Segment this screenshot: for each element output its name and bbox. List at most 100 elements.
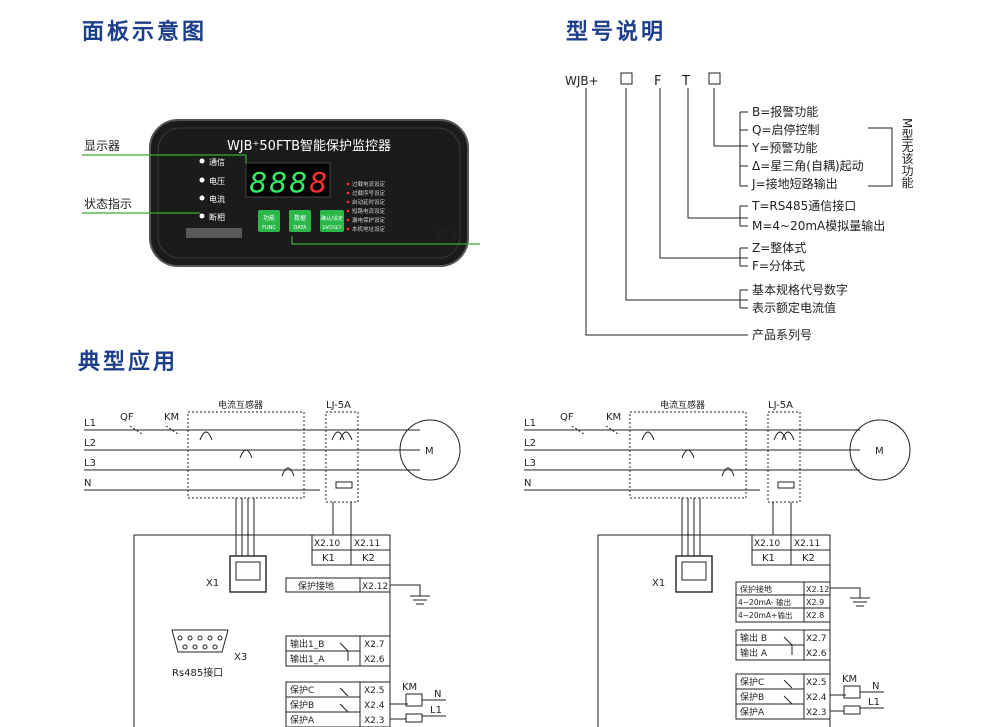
terminal-name: K1 [322, 553, 335, 564]
model-option: Z=整体式 [752, 240, 806, 255]
km-label: KM [164, 412, 179, 423]
func-key-top: 功能 [263, 214, 275, 222]
line-label: L1 [524, 418, 536, 429]
line-label: N [524, 478, 531, 489]
func-key-bottom: FUNC [262, 225, 276, 231]
protect-code: X2.5 [364, 686, 384, 696]
led-label-current: 电流 [209, 194, 225, 204]
wiring-right-labels: L1 L2 L3 N QF KM 电流互感器 LJ-5A M X1 X2.10 … [524, 399, 884, 718]
digit-1: 8 [249, 166, 267, 199]
km-label: KM [606, 412, 621, 423]
terminal-name: K2 [362, 553, 375, 564]
setting-item: 启动延时设定 [352, 198, 386, 206]
digit-2: 8 [269, 166, 287, 199]
protect-code: X2.5 [806, 678, 826, 688]
digit-display [245, 162, 331, 198]
protect-code: X2.3 [364, 716, 384, 726]
analog-code: X2.9 [806, 598, 824, 607]
model-option: F=分体式 [752, 259, 805, 273]
model-option: T=RS485通信接口 [751, 198, 856, 213]
protect-code: X2.3 [806, 708, 826, 718]
wiring-left [84, 411, 461, 727]
model-group-comm: T=RS485通信接口 M=4~20mA模拟量输出 [751, 198, 885, 233]
output-code: X2.6 [364, 655, 385, 665]
protect-label: 保护A [740, 706, 765, 718]
output-code: X2.7 [806, 634, 826, 644]
led-label-phase-loss: 断相 [209, 212, 225, 222]
n-label: N [434, 689, 441, 700]
wiring-right [524, 411, 911, 727]
led-label-voltage: 电压 [209, 176, 225, 186]
callout-display: 显示器 [84, 139, 120, 153]
model-option: J=接地短路输出 [751, 176, 838, 191]
ent-key-bottom: ENT/SET [323, 225, 342, 231]
digit-3: 8 [289, 166, 307, 199]
analog-code: X2.8 [806, 611, 824, 620]
ground-code: X2.12 [362, 582, 388, 592]
setting-indicators: 过载电流设定 过载序号设定 启动延时设定 短路电流设定 漏电保护设定 本机地址设… [346, 180, 386, 233]
model-group-structure: Z=整体式 F=分体式 [752, 240, 806, 273]
l1-label: L1 [868, 697, 880, 708]
led-label-comm: 通信 [209, 157, 225, 167]
setting-item: 漏电保护设定 [352, 216, 386, 224]
rs485-label: Rs485接口 [172, 666, 223, 679]
model-code-diagram [585, 72, 893, 336]
terminal-code: X2.11 [354, 539, 380, 549]
model-option: Q=启停控制 [752, 122, 820, 137]
data-key[interactable]: 数据 DATA [289, 210, 311, 232]
ground-code: X2.12 [806, 585, 829, 594]
model-heading: 型号说明 [566, 20, 667, 45]
x1-label: X1 [652, 578, 665, 589]
rs485-pins [177, 635, 223, 650]
model-group-spec: 基本规格代号数字 表示额定电流值 [752, 282, 848, 315]
line-label: L2 [84, 438, 96, 449]
model-option: M=4~20mA模拟量输出 [752, 218, 885, 233]
wiring-left-labels: L1 L2 L3 N QF KM 电流互感器 LJ-5A M X1 X2.10 … [84, 399, 442, 726]
qf-label: QF [120, 412, 134, 423]
lj-label: LJ-5A [768, 400, 793, 411]
model-series: 产品系列号 [752, 328, 812, 342]
line-label: N [84, 478, 91, 489]
analog-label: 4~20mA+输出 [738, 610, 792, 620]
output-label: 输出 A [740, 647, 768, 659]
model-letter-t: T [681, 74, 690, 89]
ent-set-key[interactable]: 确认/设定 ENT/SET [320, 210, 344, 232]
setting-item: 过载电流设定 [352, 180, 386, 188]
model-group-function: B=报警功能 Q=启停控制 Y=预警功能 Δ=星三角(自耦)起动 J=接地短路输… [751, 104, 864, 191]
terminal-code: X2.10 [754, 539, 780, 549]
protect-label: 保护B [740, 691, 764, 703]
model-option: Y=预警功能 [751, 140, 817, 155]
protect-label: 保护A [290, 714, 315, 726]
ct-label: 电流互感器 [660, 399, 705, 411]
terminal-name: K2 [802, 553, 815, 564]
line-label: L1 [84, 418, 96, 429]
func-key[interactable]: 功能 FUNC [258, 210, 280, 232]
n-label: N [872, 681, 879, 692]
motor-label: M [425, 446, 434, 457]
protect-label: 保护C [740, 676, 764, 688]
ground-label: 保护接地 [298, 580, 334, 592]
output-label: 输出1_B [290, 638, 324, 650]
ground-label: 保护接地 [740, 584, 772, 594]
controller-panel: WJB⁺50FTB智能保护监控器 通信 电压 电流 断相 8 8 8 8 过载电… [149, 119, 469, 267]
data-key-top: 数据 [294, 214, 306, 222]
data-key-bottom: DATA [294, 225, 307, 231]
line-label: L2 [524, 438, 536, 449]
setting-item: 过载序号设定 [352, 189, 386, 197]
panel-callouts [82, 154, 480, 245]
x3-label: X3 [234, 652, 247, 663]
status-leds: 通信 电压 电流 断相 [199, 157, 225, 222]
terminal-name: K1 [762, 553, 775, 564]
l1-label: L1 [430, 705, 442, 716]
panel-title: WJB⁺50FTB智能保护监控器 [227, 139, 391, 154]
analog-label: 4~20mA- 输出 [738, 597, 791, 607]
km-coil-label: KM [402, 682, 417, 693]
model-option: 表示额定电流值 [752, 300, 836, 315]
output-label: 输出1_A [290, 653, 325, 665]
ct-label: 电流互感器 [218, 399, 263, 411]
motor-label: M [875, 446, 884, 457]
output-code: X2.6 [806, 649, 827, 659]
setting-item: 短路电流设定 [352, 207, 386, 215]
model-m-note: M型无该功能 [900, 118, 914, 188]
